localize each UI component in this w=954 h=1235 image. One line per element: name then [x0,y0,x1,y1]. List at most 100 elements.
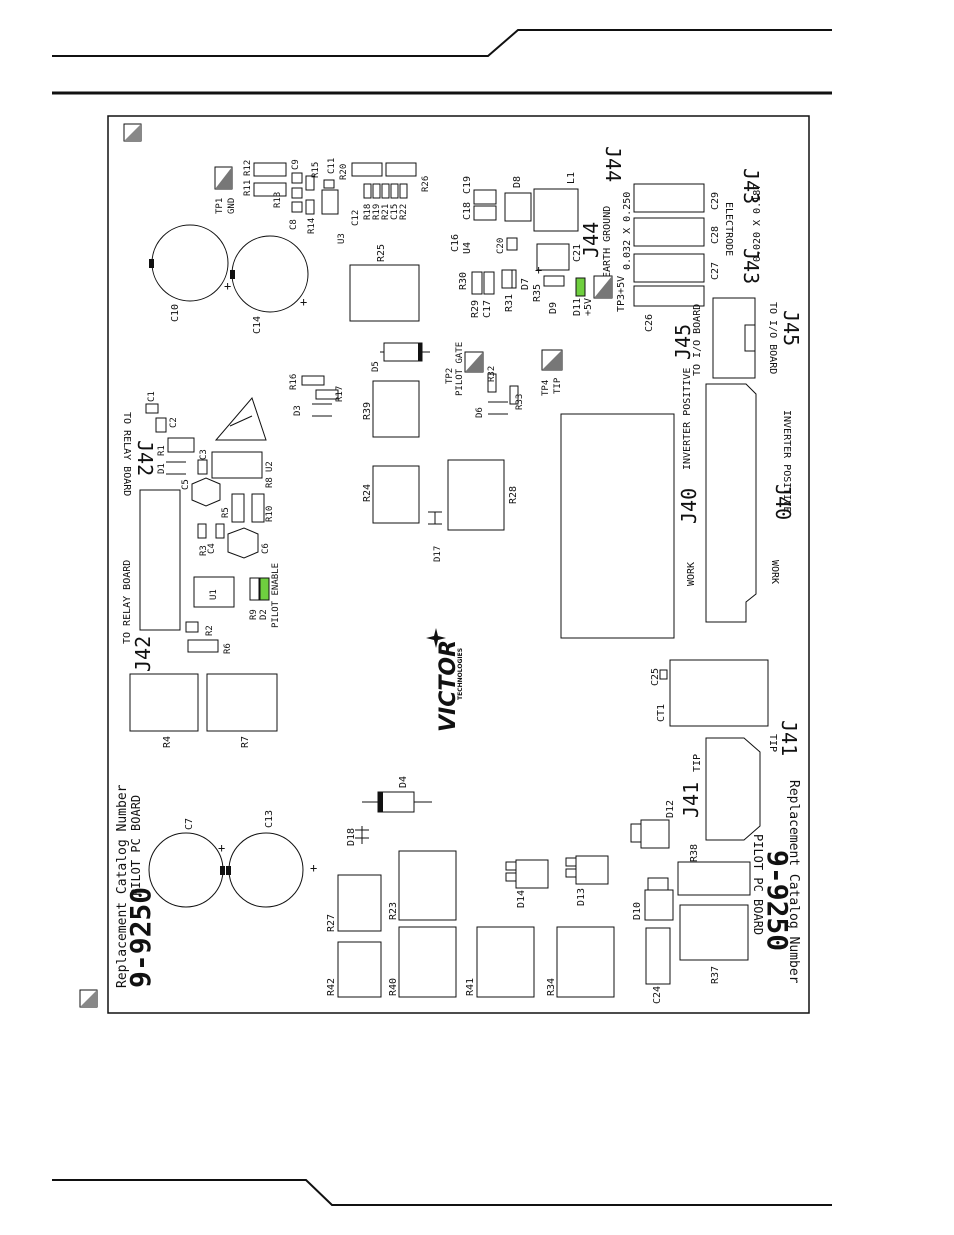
heatsink-area [560,413,675,639]
label-j42-upper-sub: TO RELAY BOARD [121,412,132,496]
label-r16: R16 [289,374,299,390]
capacitor-c3: C3 [197,449,209,475]
led-d2: D2 PILOT ENABLE [249,563,281,628]
label-j40-right-bottom: WORK [769,560,780,584]
label-tp4: TP4 [541,380,551,396]
label-u3: U3 [337,233,347,244]
label-r28: R28 [508,486,519,504]
label-d17: D17 [433,546,443,562]
label-j42-sub: TO RELAY BOARD [122,560,133,644]
label-r6: R6 [223,643,233,654]
label-j45-sub: TO I/O BOARD [692,304,703,376]
connector-j42: J42 TO RELAY BOARD J42 TO RELAY BOARD [121,412,181,672]
resistor-r28: R28 [447,459,519,531]
label-j41: J41 [679,782,703,818]
resistor-r31: R31 [501,269,517,312]
capacitor-c19: C19 [462,176,497,205]
testpoint-tp1: TP1 GND [214,166,237,214]
fiducial-top [123,123,142,142]
resistor-r14: R14 [305,199,317,234]
resistor-r12: R12 [243,160,287,177]
resistor-array [363,183,408,199]
label-d13: D13 [576,888,587,906]
label-c26: C26 [644,314,655,332]
diode-d6: D6 [475,401,508,418]
label-c29: C29 [710,192,721,210]
transistor-d12: D12 [630,800,676,849]
label-j43-sub: ELECTRODE [723,202,734,256]
logo-brand: VICTOR [436,640,461,732]
label-r38: R38 [689,844,700,862]
label-j45: J45 [671,324,695,360]
testpoint-tp4: TP4 TIP [541,349,563,396]
capacitor-c1: C1 [145,391,159,414]
label-r4: R4 [162,736,173,748]
resistor-r5: R5 [221,493,245,523]
resistor-r24: R24 [362,465,420,524]
label-r34: R34 [546,978,557,996]
label-r17: R17 [335,386,345,402]
label-r35: R35 [532,284,543,302]
resistor-r41: R41 [465,926,535,998]
board-name-right: PILOT PC BOARD [751,834,765,935]
label-ct1: CT1 [656,704,667,722]
label-j45-right-sub: TO I/O BOARD [767,302,778,374]
ic-u3: U3 [321,189,347,244]
label-d12: D12 [665,800,676,818]
label-j42: J42 [131,636,155,672]
label-r2: R2 [205,625,215,636]
board-outline [107,115,810,1014]
diode-d9: D9 [543,275,565,314]
label-r7: R7 [240,736,251,748]
label-c25: C25 [650,668,661,686]
label-j40-right-top: INVERTER POSITIVE [781,410,792,512]
capacitor-c10: + C10 [149,224,231,322]
capacitor-c2: C2 [155,417,179,433]
resistor-r40: R40 [388,926,457,998]
label-u2: U2 [265,461,275,472]
led-d11: D11 +5V [572,277,594,316]
resistor-r25: R25 [349,244,420,322]
label-d10: D10 [632,902,643,920]
capacitor-c11: C11 [323,158,337,189]
label-tp2-sub: PILOT GATE [455,342,465,396]
diode-d1: D1 [157,461,186,475]
part-number-right: 9-9250 [761,850,794,951]
label-tp3: TP3+5V [616,276,627,312]
capacitor-c14: + C14 [230,235,309,334]
label-d4: D4 [398,776,409,788]
capacitor-c20: C20 [496,237,518,254]
label-c18: C18 [462,202,473,220]
label-u1: U1 [209,589,219,600]
svg-text:+: + [300,295,307,309]
label-l1: L1 [566,172,577,184]
label-j44-sub: EARTH GROUND [602,206,613,278]
page-header-rule [52,29,832,95]
label-j40-top: INVERTER POSITIVE [682,368,693,470]
label-j43: J43 [739,168,763,204]
label-r23: R23 [388,902,399,920]
label-c6: C6 [261,543,271,554]
capacitor-c9: C9 [291,159,303,184]
label-r39: R39 [362,402,373,420]
catalog-line-right: Replacement Catalog Number [786,780,801,984]
resistor-r2: R2 [185,621,215,636]
label-r42: R42 [326,978,337,996]
label-r12: R12 [243,160,253,176]
resistor-r1: R1 [157,437,195,456]
resistor-r38: R38 [677,844,751,896]
label-r1: R1 [157,445,167,456]
ic-u2: U2 [211,451,275,479]
capacitor-c8: C8 [289,201,303,230]
diode-d5: D5 [371,342,430,372]
label-r26: R26 [421,176,431,192]
current-transformer-ct1: C25 CT1 [650,659,769,727]
label-r37: R37 [710,966,721,984]
transistor-d10: D10 [632,877,674,921]
label-r41: R41 [465,978,476,996]
label-j44-size: 0.032 X 0.250 [622,192,633,270]
label-c3: C3 [199,449,209,460]
label-c13: C13 [264,810,275,828]
label-d5: D5 [371,361,381,372]
label-u4: U4 [462,242,473,254]
